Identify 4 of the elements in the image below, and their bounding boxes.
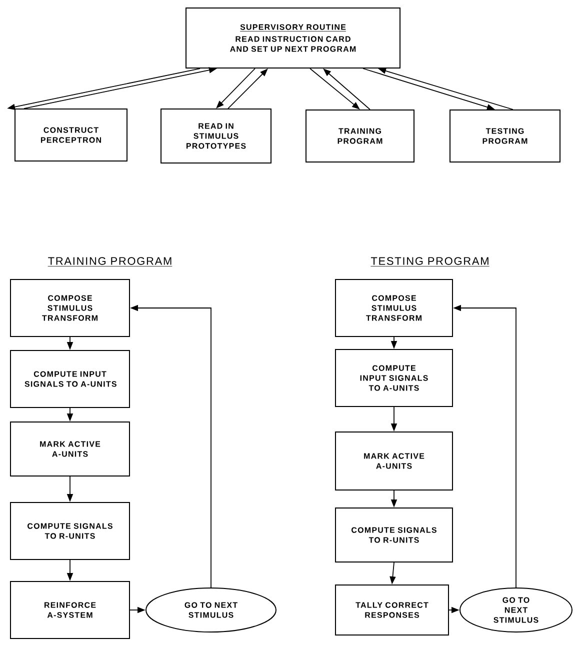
section-heading: TRAINING PROGRAM — [48, 257, 172, 266]
arrow — [216, 68, 256, 108]
arrow — [228, 68, 268, 109]
section-heading: TESTING PROGRAM — [370, 257, 490, 266]
